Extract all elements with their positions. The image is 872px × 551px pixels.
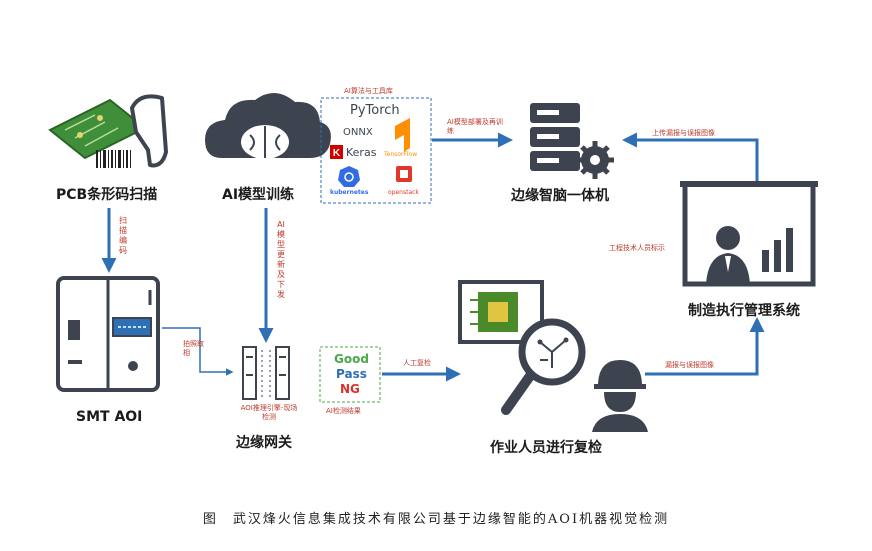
arrows	[101, 132, 765, 382]
pcb-board-icon	[48, 98, 147, 160]
node-label-edge-brain: 边缘智脑一体机	[511, 188, 609, 204]
server-gear-icon	[530, 103, 614, 179]
ai-result-box	[319, 346, 381, 403]
label-photo-take: 拍照取相	[183, 340, 204, 357]
node-label-smt-aoi: SMT AOI	[76, 409, 143, 425]
label-manual-recheck: 人工复检	[403, 359, 431, 367]
node-label-mes: 制造执行管理系统	[688, 303, 800, 319]
barcode-scanner-icon	[130, 94, 168, 168]
mes-board-icon	[680, 181, 818, 287]
node-label-pcb: PCB条形码扫描	[56, 187, 158, 203]
result-ng: NG	[340, 382, 360, 396]
lib-tensorflow: TensorFlow	[384, 151, 418, 158]
cloud-brain-icon	[205, 92, 331, 159]
edge-gateway-icon	[242, 346, 290, 400]
arrow-aoi-to-gateway	[162, 327, 234, 376]
magnifier-icon	[501, 318, 586, 415]
label-deploy-retrain: AI模型部署及再训练	[447, 118, 503, 135]
label-model-update: AI模型更新及下发	[277, 220, 285, 299]
node-label-ai-training: AI模型训练	[222, 187, 295, 203]
result-pass: Pass	[336, 367, 367, 381]
label-scan-code: 扫描编码	[119, 216, 127, 255]
label-inference: AOI推理引擎-现场检测	[240, 404, 298, 421]
label-upload: 上传漏报与误报图像	[652, 129, 715, 137]
arrow-recheck-to-mes	[645, 317, 765, 376]
result-good: Good	[334, 352, 369, 366]
smt-aoi-machine-icon	[56, 276, 160, 392]
lib-onnx: ONNX	[343, 127, 373, 138]
lib-pytorch: PyTorch	[350, 103, 400, 118]
barcode-icon	[96, 150, 131, 168]
label-miss-false: 漏报与误报图像	[665, 361, 714, 369]
lib-keras: Keras	[346, 146, 377, 159]
node-label-edge-gateway: 边缘网关	[236, 435, 292, 451]
keras-logo-icon: K	[330, 145, 343, 159]
lib-openstack: openstack	[388, 189, 419, 196]
openstack-logo-icon	[396, 166, 412, 182]
operator-icon	[592, 360, 648, 432]
label-engineer-mark: 工程技术人员标示	[609, 244, 665, 252]
label-algo-libs: AI算法与工具库	[344, 87, 393, 95]
figure-caption: 图 武汉烽火信息集成技术有限公司基于边缘智能的AOI机器视觉检测	[202, 512, 670, 527]
lib-kubernetes: kubernetes	[330, 189, 369, 196]
arrow-mes-to-brain	[622, 132, 759, 185]
algo-library-box	[320, 97, 432, 204]
label-ai-result: AI检测结果	[326, 407, 361, 415]
tensorflow-logo-icon	[395, 118, 410, 152]
node-label-operator: 作业人员进行复检	[490, 440, 602, 456]
kubernetes-logo-icon	[338, 166, 360, 187]
svg-text:K: K	[333, 148, 341, 159]
